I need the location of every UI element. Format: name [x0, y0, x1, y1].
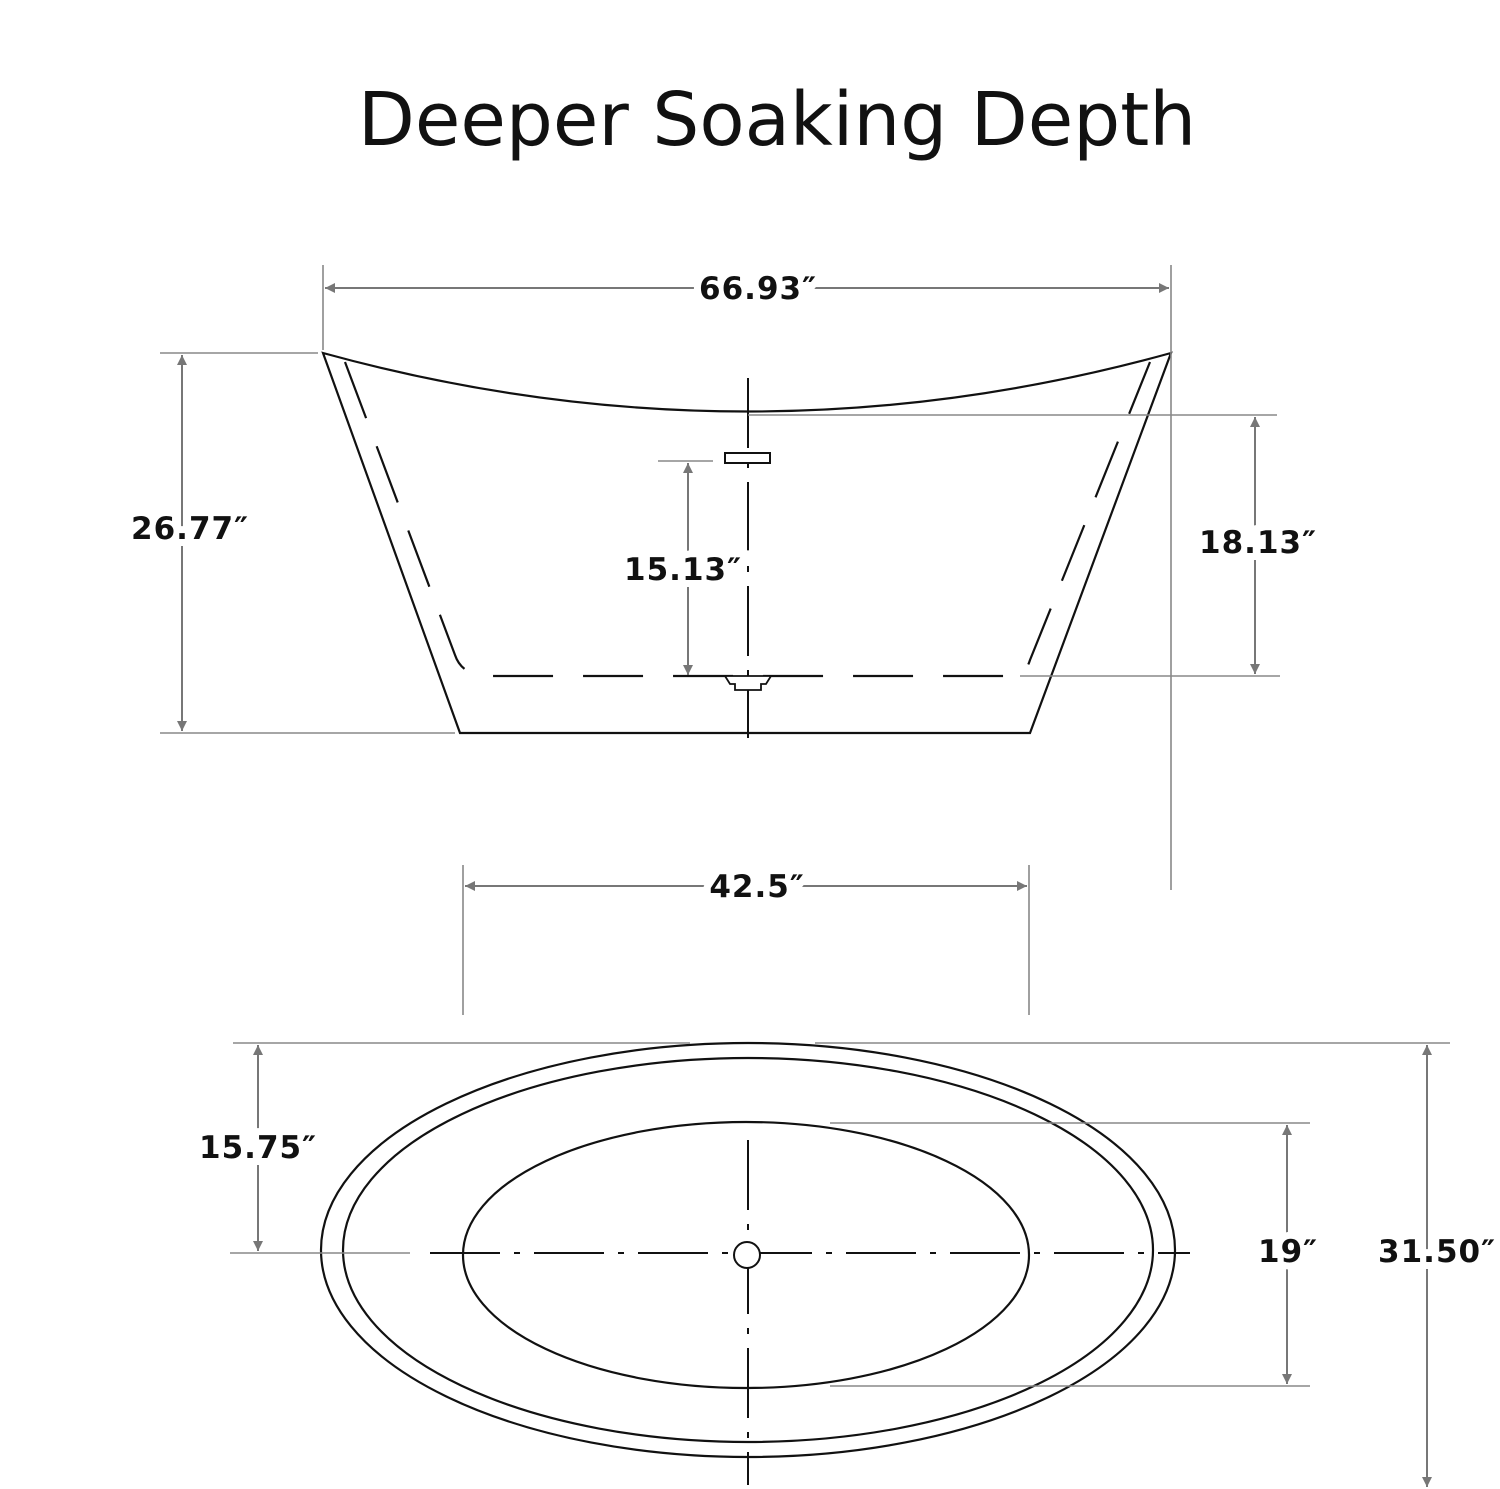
overall-length-label: 66.93″	[699, 271, 817, 307]
tub-top-inner-rim	[341, 1056, 1155, 1444]
overall-height-label: 26.77″	[131, 511, 249, 547]
interior-depth-label: 18.13″	[1199, 525, 1317, 561]
overall-width-label: 31.50″	[1378, 1234, 1496, 1270]
diagram-title: Deeper Soaking Depth	[358, 77, 1196, 163]
base-length-label: 42.5″	[709, 869, 804, 905]
tub-side-interior	[343, 361, 1152, 678]
drain-icon	[723, 675, 773, 691]
tub-top-basin	[461, 1120, 1031, 1390]
overflow-height-label: 15.13″	[624, 552, 742, 588]
half-width-label: 15.75″	[199, 1130, 317, 1166]
overflow-icon	[724, 452, 771, 464]
tub-side-outline	[321, 351, 1173, 735]
interior-width-label: 19″	[1258, 1234, 1318, 1270]
drain-top-icon	[733, 1241, 761, 1269]
side-view: 66.93″ 26.77″ 15.13″ 18.13″ 42.5″	[124, 264, 1323, 1015]
top-view: 15.75″ 19″ 31.50″	[192, 1041, 1500, 1487]
